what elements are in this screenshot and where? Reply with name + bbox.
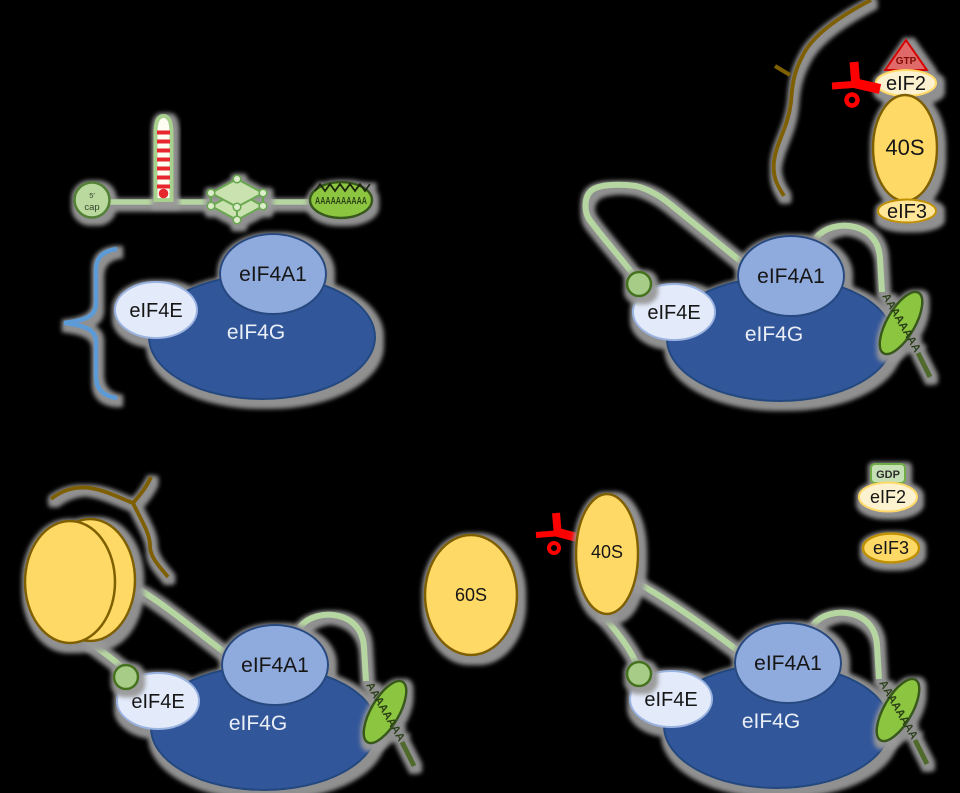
svg-text:60S: 60S (455, 585, 487, 605)
svg-text:40S: 40S (885, 135, 924, 160)
svg-text:40S: 40S (591, 542, 623, 562)
svg-text:5′: 5′ (89, 191, 95, 200)
svg-text:cap: cap (84, 202, 99, 213)
svg-text:eIF3: eIF3 (873, 538, 909, 558)
svg-text:GDP: GDP (876, 469, 900, 481)
svg-text:eIF3: eIF3 (887, 201, 927, 223)
svg-text:eIF2: eIF2 (886, 73, 926, 95)
svg-text:GTP: GTP (896, 56, 917, 67)
svg-text:AAAAAAAAAA: AAAAAAAAAA (315, 196, 367, 207)
svg-text:eIF2: eIF2 (870, 487, 906, 507)
